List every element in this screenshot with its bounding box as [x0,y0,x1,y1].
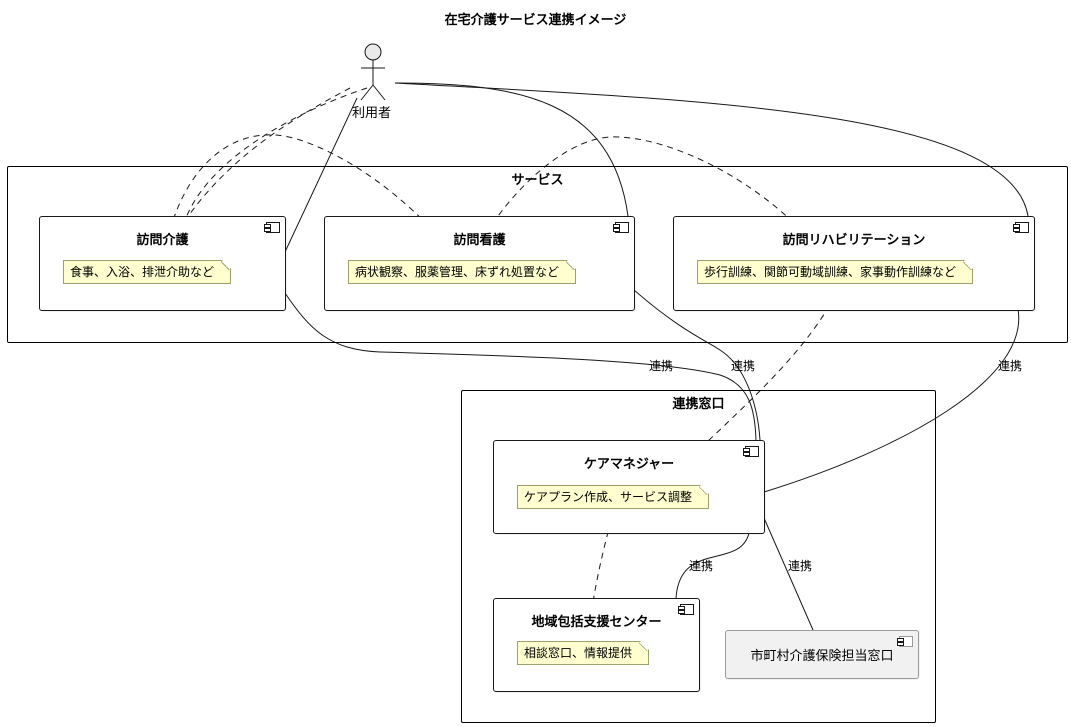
services-frame-label: サービス [511,173,564,188]
note-link-home-nursing-alt [469,136,798,263]
edge-manager-municipal [763,517,814,631]
liaison-frame-label: 連携窓口 [672,397,725,412]
component-icon [743,446,759,457]
note-fold-corner [963,261,972,270]
component-icon [1013,222,1029,233]
services-frame: サービス [7,166,1068,343]
component-icon [613,222,629,233]
actor-label: 利用者 [352,106,392,121]
note-link-home-nursing [181,87,368,231]
note-home-nursing: 病状観察、服薬管理、床ずれ処置など [348,260,576,284]
note-fold-corner [639,642,648,651]
edge-label-care-to-manager: 連携 [649,359,674,373]
component-community-center-label: 地域包括支援センター [531,615,662,630]
note-home-rehab: 歩行訓練、関節可動域訓練、家事動作訓練など [697,260,973,284]
component-home-care-label: 訪問介護 [136,233,189,248]
edge-actor-home-care [284,97,358,253]
liaison-frame: 連携窓口 [461,390,936,723]
component-municipal-label: 市町村介護保険担当窓口 [750,649,894,664]
edge-actor-home-rehab [394,82,1029,217]
edge-home-nursing-manager [633,289,761,441]
edge-actor-home-nursing [394,82,629,217]
note-fold-corner [699,486,708,495]
component-home-rehab-label: 訪問リハビリテーション [782,233,926,248]
edge-manager-center [675,532,750,599]
component-icon [897,636,913,647]
note-care-manager: ケアプラン作成、サービス調整 [517,485,709,509]
edge-home-rehab-manager [763,308,1020,493]
edge-label-nursing-to-manager: 連携 [731,359,756,373]
edge-label-rehab-to-manager: 連携 [998,359,1023,373]
note-home-care: 食事、入浴、排泄介助など [63,260,231,284]
note-community-center: 相談窓口、情報提供 [517,641,649,665]
diagram-title: 在宅介護サービス連携イメージ [444,13,627,28]
note-fold-corner [221,261,230,270]
component-icon [678,604,694,615]
edge-home-care-manager [284,292,757,441]
note-link-home-care-alt [169,134,461,263]
component-municipal[interactable]: 市町村介護保険担当窓口 [725,630,919,679]
component-home-nursing-label: 訪問看護 [453,233,506,248]
edge-label-manager-to-municipal: 連携 [788,559,813,573]
component-icon [264,222,280,233]
edge-label-manager-to-center: 連携 [689,559,714,573]
component-care-manager-label: ケアマネジャー [583,457,675,472]
note-fold-corner [566,261,575,270]
actor-figure [360,43,386,101]
